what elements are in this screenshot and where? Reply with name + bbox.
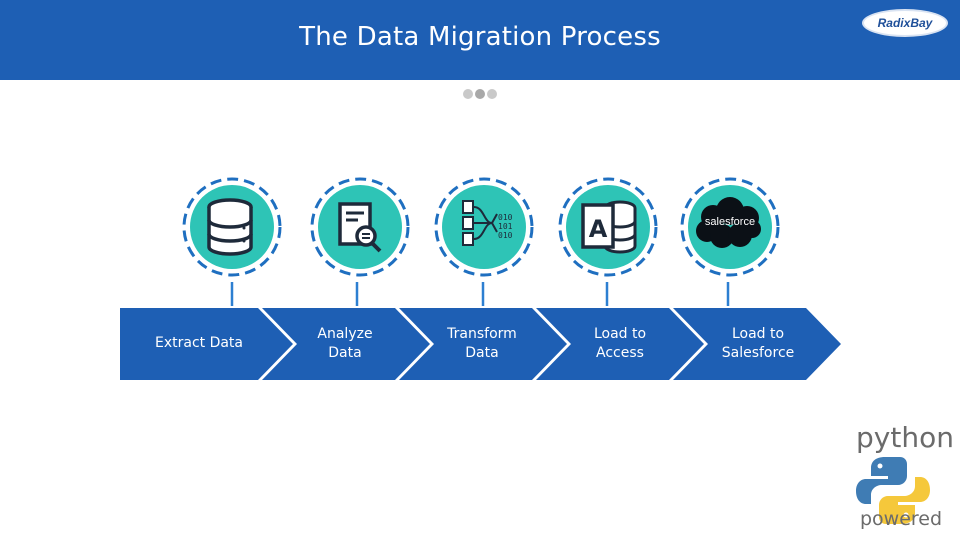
step-label-transform: Transform Data: [447, 326, 517, 361]
step-circle-access: A: [558, 177, 658, 277]
step-label-access: Load to Access: [593, 326, 647, 361]
step-shape-salesforce: [673, 308, 841, 380]
step-shape-extract: [120, 308, 293, 380]
transform-binary-icon: 010 101 010: [462, 200, 513, 246]
step-circle-extract: [182, 177, 282, 277]
python-badge-top-text: python: [856, 421, 954, 454]
step-shape-analyze: [262, 308, 430, 380]
header-bar: [0, 0, 960, 80]
svg-text:010: 010: [498, 213, 513, 222]
slide-title: The Data Migration Process: [299, 22, 661, 52]
salesforce-logo-text: salesforce: [704, 216, 756, 228]
dot: [487, 89, 497, 99]
step-circle-salesforce: [680, 177, 780, 277]
radixbay-logo-text: RadixBay: [877, 16, 933, 30]
dot: [475, 89, 485, 99]
document-search-icon: [338, 202, 382, 253]
python-badge-bottom-text: powered: [859, 508, 943, 530]
step-circle-transform: 010 101 010: [434, 177, 534, 277]
step-label-analyze: Analyze Data: [317, 326, 373, 361]
svg-text:101: 101: [498, 222, 513, 231]
salesforce-cloud-icon: [696, 197, 761, 248]
step-label-extract: Extract Data: [154, 335, 244, 351]
step-shape-transform: [399, 308, 567, 380]
svg-text:A: A: [589, 215, 608, 243]
step-label-salesforce: Load to Salesforce: [721, 326, 795, 361]
radixbay-logo: RadixBay: [862, 9, 948, 37]
step-circle-analyze: [310, 177, 410, 277]
python-logo-icon: [856, 457, 930, 524]
database-icon: [207, 198, 253, 256]
access-database-icon: A: [581, 200, 637, 254]
dot: [463, 89, 473, 99]
step-shape-access: [536, 308, 704, 380]
svg-text:010: 010: [498, 231, 513, 240]
